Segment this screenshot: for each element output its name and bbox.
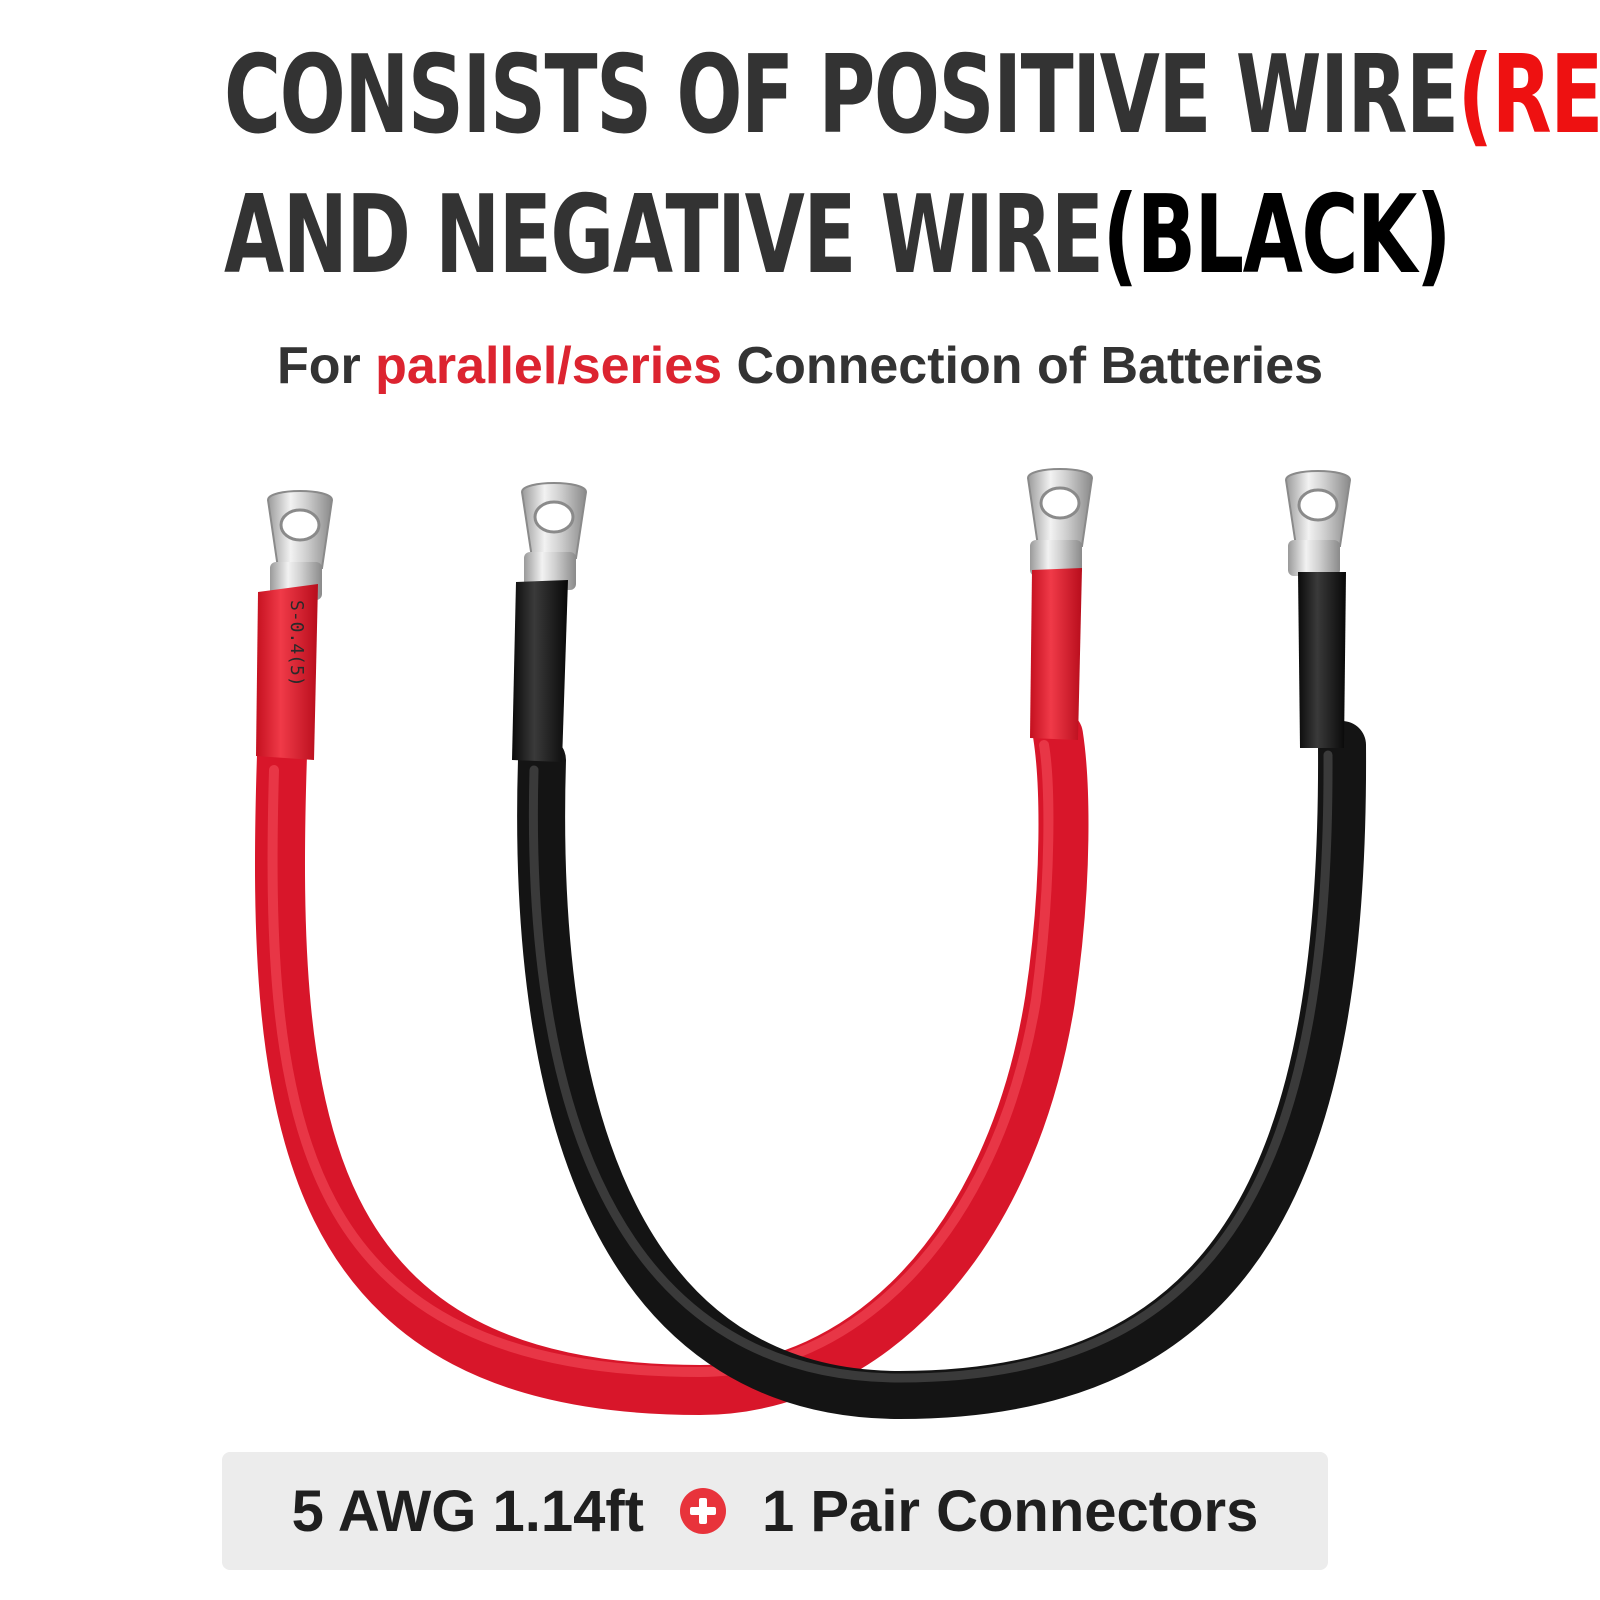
black-ring-terminal-left [512, 482, 588, 762]
black-ring-terminal-right [1284, 470, 1352, 748]
subtitle: For parallel/series Connection of Batter… [0, 336, 1600, 396]
black-negative-cable [517, 721, 1367, 1420]
subtitle-prefix: For [276, 337, 376, 395]
subtitle-highlight: parallel/series [375, 337, 723, 395]
headline-black-label: (BLACK) [1102, 173, 1452, 298]
subtitle-suffix: Connection of Batteries [722, 337, 1324, 395]
cable-spec: 5 AWG 1.14ft [291, 1478, 644, 1544]
plus-circle-icon [680, 1488, 726, 1534]
headline-negative-text: AND NEGATIVE WIRE [224, 173, 1104, 298]
headline-red-label: (RED) [1457, 33, 1600, 158]
connectors-spec: 1 Pair Connectors [762, 1478, 1259, 1544]
headline-line-1: CONSISTS OF POSITIVE WIRE(RED) [224, 42, 1600, 150]
sleeve-marking: S-0.4(5) [286, 600, 307, 687]
spec-bar: 5 AWG 1.14ft 1 Pair Connectors [222, 1452, 1328, 1570]
red-ring-terminal-right [1026, 468, 1094, 740]
headline-line-2: AND NEGATIVE WIRE(BLACK) [224, 182, 1451, 290]
headline-positive-text: CONSISTS OF POSITIVE WIRE [224, 33, 1459, 158]
red-ring-terminal-left: S-0.4(5) [256, 490, 334, 760]
battery-cables-illustration: S-0.4(5) [255, 468, 1367, 1420]
